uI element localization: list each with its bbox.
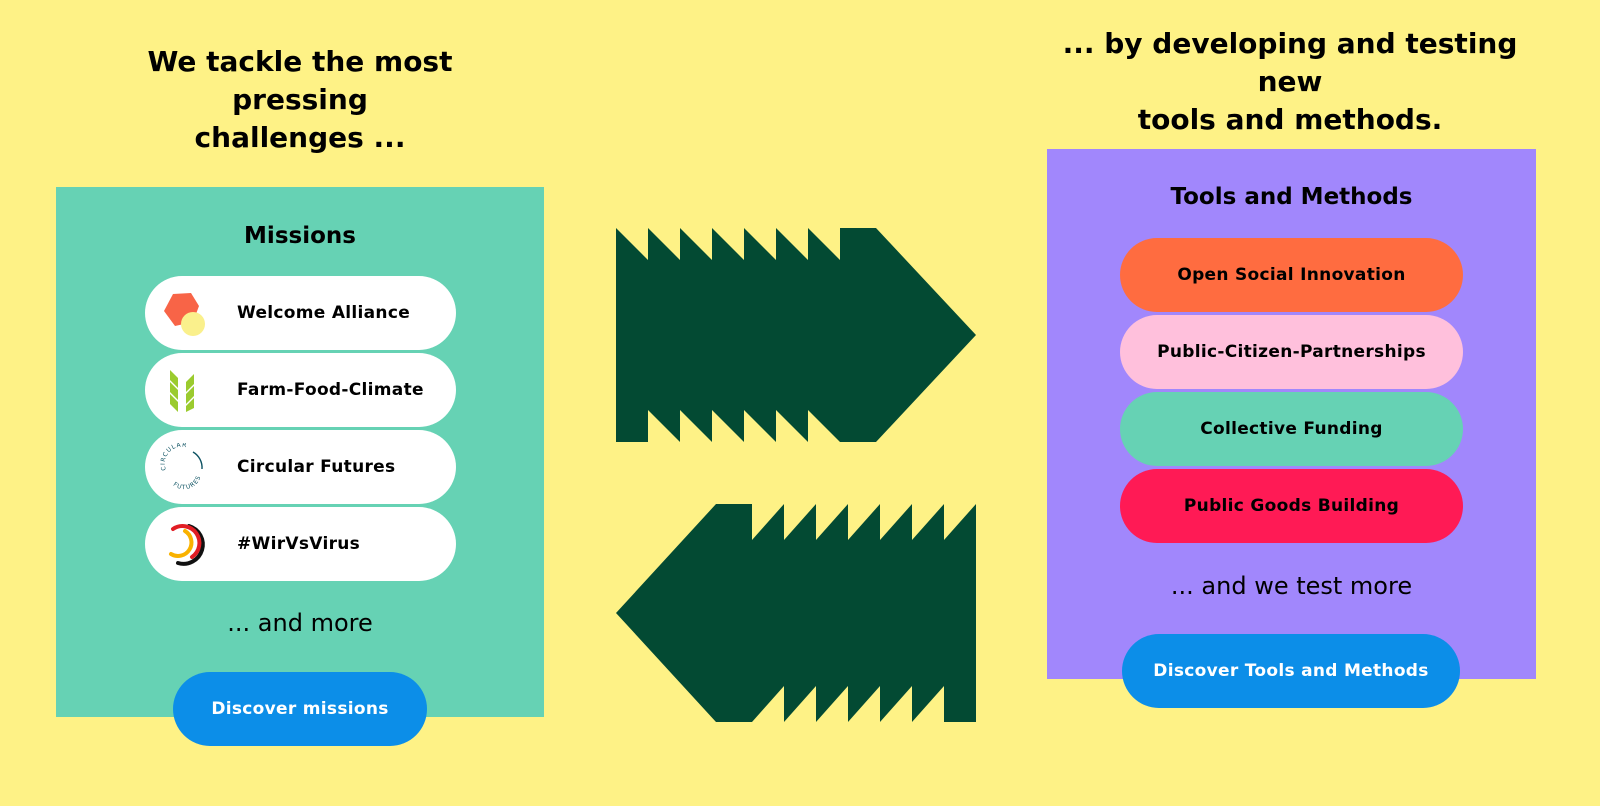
tools-heading-line-1: ... by developing and testing new bbox=[1062, 27, 1518, 98]
missions-heading-line-2: challenges ... bbox=[194, 121, 406, 154]
exchange-arrows-icon bbox=[616, 228, 976, 722]
missions-heading: We tackle the most pressing challenges .… bbox=[80, 43, 520, 157]
mission-label: #WirVsVirus bbox=[237, 534, 361, 554]
tool-public-citizen-partnerships-button[interactable]: Public-Citizen-Partnerships bbox=[1120, 315, 1463, 389]
missions-more-text: ... and more bbox=[227, 609, 373, 637]
tool-public-goods-building-button[interactable]: Public Goods Building bbox=[1120, 469, 1463, 543]
missions-title: Missions bbox=[244, 223, 356, 249]
wirvsvirus-logo-icon bbox=[169, 524, 205, 566]
mission-item-welcome-alliance[interactable]: Welcome Alliance bbox=[145, 276, 456, 350]
arrow-right-icon bbox=[616, 228, 976, 442]
discover-tools-button[interactable]: Discover Tools and Methods bbox=[1122, 634, 1460, 708]
tools-panel: Tools and Methods Open Social Innovation… bbox=[1047, 149, 1536, 679]
mission-label: Welcome Alliance bbox=[237, 303, 411, 323]
svg-text:FUTURES: FUTURES bbox=[172, 474, 203, 491]
mission-item-farm-food-climate[interactable]: Farm-Food-Climate bbox=[145, 353, 456, 427]
circular-futures-logo-icon: CIRCULAR FUTURES bbox=[160, 443, 203, 491]
tools-more-text: ... and we test more bbox=[1170, 572, 1413, 600]
welcome-alliance-logo-icon bbox=[164, 293, 205, 336]
missions-panel: Missions Welcome Alliance Farm-Food-Clim… bbox=[56, 187, 544, 717]
discover-missions-button[interactable]: Discover missions bbox=[173, 672, 427, 746]
tool-open-social-innovation-button[interactable]: Open Social Innovation bbox=[1120, 238, 1463, 312]
missions-heading-line-1: We tackle the most pressing bbox=[147, 45, 453, 116]
mission-item-circular-futures[interactable]: CIRCULAR FUTURES Circular Futures bbox=[145, 430, 456, 504]
tools-heading-line-2: tools and methods. bbox=[1137, 103, 1443, 136]
svg-text:CIRCULAR: CIRCULAR bbox=[160, 443, 188, 471]
mission-item-wirvsvirus[interactable]: #WirVsVirus bbox=[145, 507, 456, 581]
tools-heading: ... by developing and testing new tools … bbox=[1040, 25, 1540, 139]
arrow-left-icon bbox=[616, 504, 976, 722]
mission-label: Circular Futures bbox=[237, 457, 396, 477]
wheat-leaf-logo-icon bbox=[170, 370, 194, 412]
tool-collective-funding-button[interactable]: Collective Funding bbox=[1120, 392, 1463, 466]
mission-label: Farm-Food-Climate bbox=[237, 380, 424, 400]
tools-title: Tools and Methods bbox=[1170, 184, 1413, 210]
